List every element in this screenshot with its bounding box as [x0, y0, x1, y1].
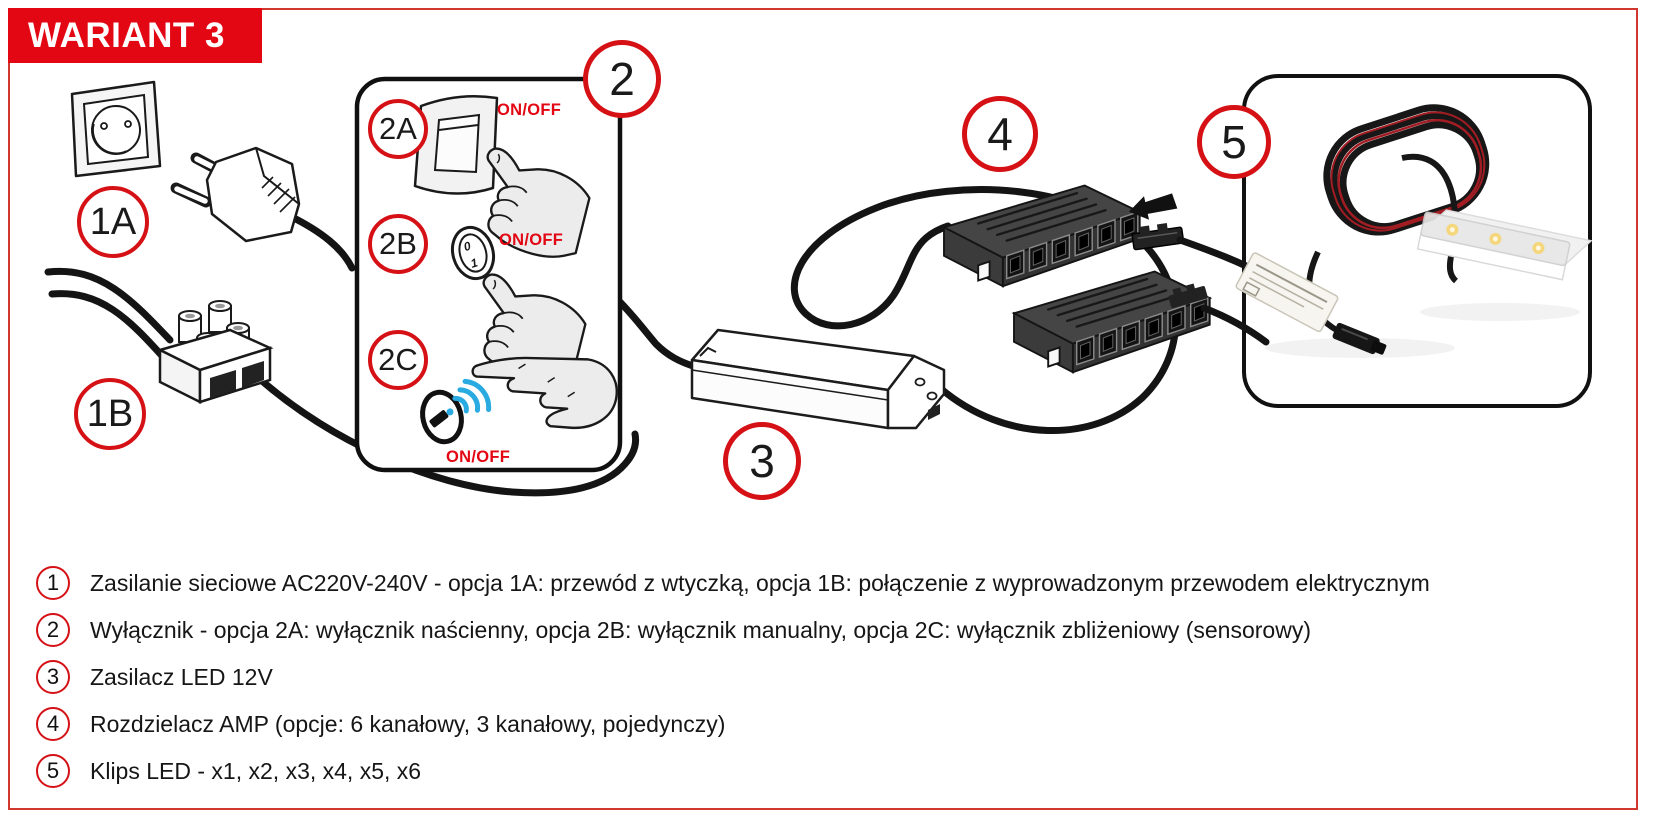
legend-item: 1 Zasilanie sieciowe AC220V-240V - opcja… — [36, 566, 1430, 600]
cable-path — [44, 267, 174, 344]
amp-distributor-illustration — [942, 184, 1211, 374]
legend-number-badge: 5 — [36, 754, 70, 788]
legend-item-text: Zasilanie sieciowe AC220V-240V - opcja 1… — [90, 569, 1430, 596]
legend-item: 3 Zasilacz LED 12V — [36, 660, 1430, 694]
badge-2a: 2A — [368, 99, 428, 159]
proximity-sensor-illustration — [420, 378, 492, 445]
led-driver-illustration — [690, 328, 946, 430]
onoff-label-proximity-switch: ON/OFF — [446, 448, 511, 466]
legend-item-text: Rozdzielacz AMP (opcje: 6 kanałowy, 3 ka… — [90, 710, 726, 737]
cable-path — [286, 212, 356, 272]
plugged-connector — [1168, 283, 1208, 309]
badge-2c: 2C — [368, 330, 428, 390]
rocker-one-label: 1 — [469, 255, 480, 270]
amp-connector-illustration — [1131, 223, 1185, 251]
power-plug-illustration — [170, 146, 301, 243]
rocker-switch-illustration: 0 1 — [450, 225, 496, 281]
legend-item: 4 Rozdzielacz AMP (opcje: 6 kanałowy, 3 … — [36, 707, 1430, 741]
cable-path — [614, 296, 700, 371]
arrow-left-icon — [1128, 193, 1178, 220]
onoff-label-manual-switch: ON/OFF — [499, 231, 564, 249]
screw-terminal — [178, 310, 202, 343]
legend-item-text: Wyłącznik - opcja 2A: wyłącznik naścienn… — [90, 616, 1311, 643]
led-clip-photo — [1235, 104, 1593, 358]
product-label-tag — [1235, 252, 1339, 333]
mains-cables — [44, 186, 1180, 497]
badge-3: 3 — [723, 422, 801, 500]
cable-path — [250, 370, 640, 497]
cable-path — [790, 186, 1180, 434]
badge-5: 5 — [1197, 105, 1271, 179]
wall-switch-illustration — [413, 94, 499, 195]
badge-1b: 1B — [74, 378, 146, 450]
legend-number-badge: 4 — [36, 707, 70, 741]
badge-4: 4 — [962, 96, 1038, 172]
led-clip-light — [1416, 209, 1593, 281]
badge-2b: 2B — [368, 214, 428, 274]
legend: 1 Zasilanie sieciowe AC220V-240V - opcja… — [36, 566, 1430, 801]
led-clip-panel — [1176, 74, 1593, 408]
badge-2: 2 — [583, 40, 661, 118]
signal-waves-icon — [452, 378, 492, 414]
legend-item-text: Klips LED - x1, x2, x3, x4, x5, x6 — [90, 757, 422, 784]
wall-socket-illustration — [70, 80, 162, 178]
mini-plug-connector — [1332, 322, 1387, 355]
page-title: WARIANT 3 — [8, 8, 262, 63]
legend-number-badge: 2 — [36, 613, 70, 647]
badge-1a: 1A — [77, 186, 149, 258]
legend-item: 2 Wyłącznik - opcja 2A: wyłącznik naście… — [36, 613, 1430, 647]
legend-item: 5 Klips LED - x1, x2, x3, x4, x5, x6 — [36, 754, 1430, 788]
rocker-zero-label: 0 — [462, 239, 473, 254]
terminal-block-illustration — [156, 300, 274, 405]
cable-path — [48, 290, 168, 362]
legend-number-badge: 1 — [36, 566, 70, 600]
cable-path — [1200, 304, 1270, 346]
legend-number-badge: 3 — [36, 660, 70, 694]
onoff-label-wall-switch: ON/OFF — [497, 101, 562, 119]
legend-item-text: Zasilacz LED 12V — [90, 663, 273, 690]
